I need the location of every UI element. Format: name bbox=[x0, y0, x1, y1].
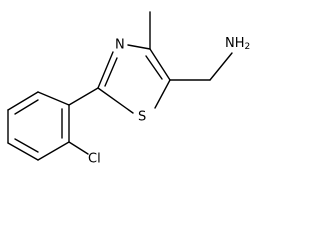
bond-ch2-n bbox=[209, 52, 233, 81]
bond-n3-c2 bbox=[97, 51, 114, 89]
sulfur-label: S bbox=[138, 110, 146, 125]
bond-c5-c4-double bbox=[145, 55, 163, 80]
bond-n3-c2-double bbox=[104, 57, 118, 87]
bond-c4-n3 bbox=[127, 44, 151, 50]
bond-aryl bbox=[68, 87, 99, 106]
bond-c-cl bbox=[68, 141, 89, 155]
chlorine-label: Cl bbox=[88, 152, 101, 167]
amine-label: NH2 bbox=[225, 36, 250, 53]
bond-s1-c5 bbox=[154, 79, 171, 109]
bonds bbox=[7, 11, 233, 161]
bond-bz-2-3 bbox=[7, 91, 39, 111]
chemical-structure: N S NH2 Cl bbox=[7, 11, 250, 167]
bond-bz-inner-c bbox=[14, 99, 39, 115]
bond-bz-5-6 bbox=[37, 141, 70, 161]
bond-c5-c4 bbox=[149, 48, 171, 81]
bond-c2-s1 bbox=[97, 87, 134, 114]
amine-nh: NH bbox=[225, 36, 245, 51]
bond-bz-inner-b bbox=[14, 138, 39, 153]
nitrogen-label: N bbox=[115, 38, 125, 53]
bond-bz-1-2 bbox=[37, 91, 70, 106]
amine-subscript: 2 bbox=[245, 42, 251, 52]
bond-bz-4-5 bbox=[7, 142, 39, 161]
atom-labels: N S NH2 Cl bbox=[88, 36, 250, 167]
